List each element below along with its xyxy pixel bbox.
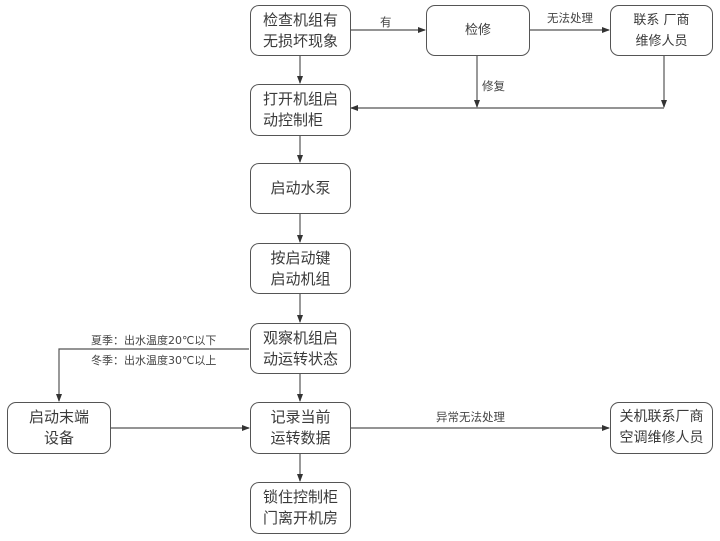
node-shutdown-contact: 关机联系厂商空调维修人员 (610, 402, 713, 454)
node-repair-line1: 检修 (464, 23, 491, 38)
node-start-terminal-line1: 启动末端 (28, 408, 89, 426)
node-record-line1: 记录当前 (270, 408, 331, 426)
node-press-start-line2: 启动机组 (270, 269, 331, 288)
node-shutdown-contact-line2: 空调维修人员 (619, 430, 704, 446)
node-open-cabinet: 打开机组启动控制柜 (250, 84, 351, 136)
node-contact-vendor-line2: 维修人员 (635, 33, 688, 49)
node-record: 记录当前运转数据 (250, 402, 351, 454)
edge-observe-to-terminal (56, 348, 249, 402)
node-repair: 检修 (426, 5, 530, 56)
node-observe-line2: 动运转状态 (262, 349, 338, 368)
node-contact-vendor-line1: 联系 厂商 (633, 12, 690, 28)
label-inspect-to-repair: 有 (380, 15, 392, 29)
label-summer-condition: 夏季：出水温度20℃以下 (91, 334, 217, 347)
node-lock-leave-line2: 门离开机房 (262, 509, 338, 527)
label-abnormal: 异常无法处理 (436, 410, 505, 424)
node-lock-leave: 锁住控制柜门离开机房 (250, 482, 351, 534)
node-inspect-line1: 检查机组有 (262, 10, 338, 29)
node-shutdown-contact-line1: 关机联系厂商 (619, 409, 704, 425)
node-record-line2: 运转数据 (270, 429, 331, 447)
node-inspect: 检查机组有无损坏现象 (250, 5, 351, 56)
node-open-cabinet-line1: 打开机组启 (262, 90, 338, 108)
label-repair-fixed: 修复 (482, 79, 505, 93)
node-start-pump-line1: 启动水泵 (270, 179, 331, 197)
node-open-cabinet-line2: 动控制柜 (262, 111, 323, 129)
node-contact-vendor: 联系 厂商维修人员 (610, 5, 713, 56)
node-start-pump: 启动水泵 (250, 163, 351, 214)
node-lock-leave-line1: 锁住控制柜 (262, 488, 338, 506)
label-winter-condition: 冬季：出水温度30℃以上 (91, 354, 217, 367)
node-start-terminal-line2: 设备 (43, 429, 74, 447)
node-start-terminal: 启动末端设备 (7, 402, 111, 454)
node-observe-line1: 观察机组启 (262, 328, 338, 347)
node-inspect-line2: 无损坏现象 (262, 31, 338, 50)
label-repair-to-vendor: 无法处理 (547, 11, 593, 25)
node-observe: 观察机组启动运转状态 (250, 323, 351, 374)
node-press-start: 按启动键启动机组 (250, 243, 351, 294)
node-press-start-line1: 按启动键 (270, 248, 331, 267)
